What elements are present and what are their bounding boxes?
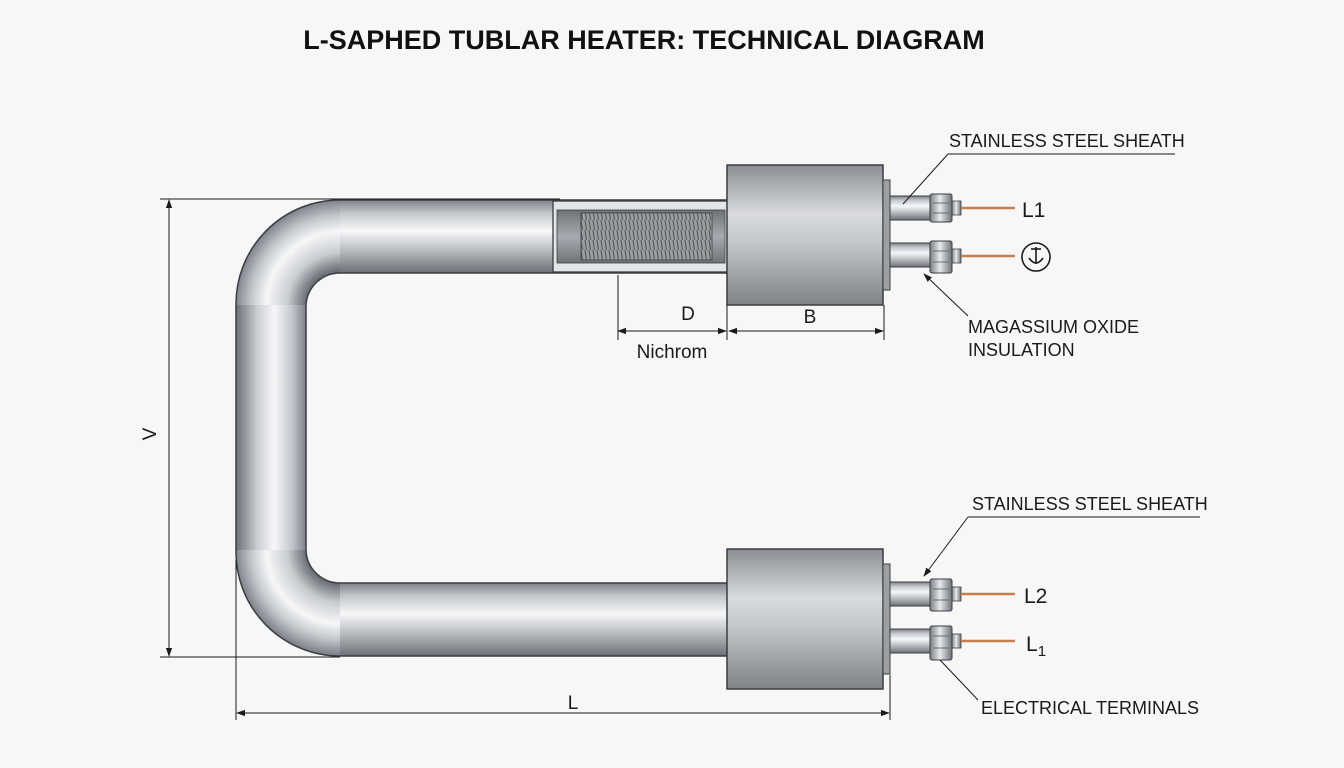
nichrome-label: Nichrom [637, 342, 708, 363]
callout-insulation-line1: MAGASSIUM OXIDE [968, 317, 1139, 337]
terminal-block-bottom [726, 548, 884, 690]
callout-insulation-line2: INSULATION [968, 340, 1075, 360]
nichrome-coil [580, 212, 713, 261]
terminal-stud-top-2 [889, 240, 1015, 274]
callout-insulation: MAGASSIUM OXIDE INSULATION [923, 273, 1139, 360]
terminal-label-bottom-2: L1 [1026, 633, 1046, 660]
callout-sheath-bottom-label: STAINLESS STEEL SHEATH [972, 494, 1208, 514]
terminal-stud-top-1 [889, 193, 1015, 223]
terminal-label-bottom-1: L2 [1024, 585, 1047, 608]
callout-electrical-terminals-label: ELECTRICAL TERMINALS [981, 698, 1199, 718]
dimension-v: V [140, 198, 560, 658]
dimension-l-label: L [568, 693, 579, 714]
ground-symbol [1021, 242, 1051, 272]
dimension-l: L [235, 560, 891, 720]
dimension-d: D [617, 275, 728, 340]
terminal-stud-bottom-1 [889, 578, 1015, 612]
terminal-label-top-1: L1 [1022, 199, 1045, 222]
terminal-stud-bottom-2 [889, 625, 1015, 661]
dimension-d-label: D [681, 304, 695, 325]
callout-electrical-terminals: ELECTRICAL TERMINALS [939, 659, 1199, 718]
dimension-b-label: B [804, 307, 817, 328]
callout-sheath-top: STAINLESS STEEL SHEATH [902, 131, 1185, 205]
cutaway-section [552, 200, 730, 273]
callout-sheath-bottom: STAINLESS STEEL SHEATH [923, 494, 1208, 577]
callout-sheath-top-label: STAINLESS STEEL SHEATH [949, 131, 1185, 151]
dimension-v-label: V [140, 427, 161, 440]
page-title: L-SAPHED TUBLAR HEATER: TECHNICAL DIAGRA… [303, 25, 984, 55]
terminal-block-top [726, 164, 884, 306]
dimension-b: B [728, 305, 885, 340]
